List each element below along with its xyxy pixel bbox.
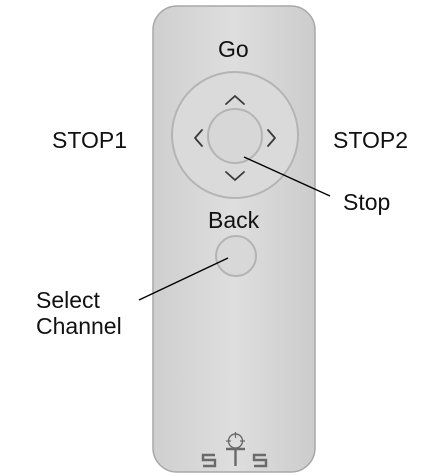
select-channel-leader-line xyxy=(138,257,229,301)
chevron-left-icon[interactable] xyxy=(194,129,203,147)
sts-logo-icon xyxy=(201,432,268,468)
go-label: Go xyxy=(218,36,249,62)
stop-leader-line xyxy=(243,156,331,197)
stop1-label: STOP1 xyxy=(52,127,127,153)
select-channel-label-line2: Channel xyxy=(36,313,122,339)
select-channel-label: Select Channel xyxy=(36,287,122,339)
chevron-down-icon[interactable] xyxy=(225,171,245,181)
stop-label: Stop xyxy=(343,189,391,215)
select-channel-label-line1: Select xyxy=(36,287,100,313)
stop2-label: STOP2 xyxy=(333,127,408,153)
chevron-right-icon[interactable] xyxy=(267,129,276,147)
stop-button[interactable] xyxy=(207,108,263,164)
chevron-up-icon[interactable] xyxy=(225,95,245,105)
select-channel-button[interactable] xyxy=(215,235,257,277)
back-label: Back xyxy=(208,207,260,233)
